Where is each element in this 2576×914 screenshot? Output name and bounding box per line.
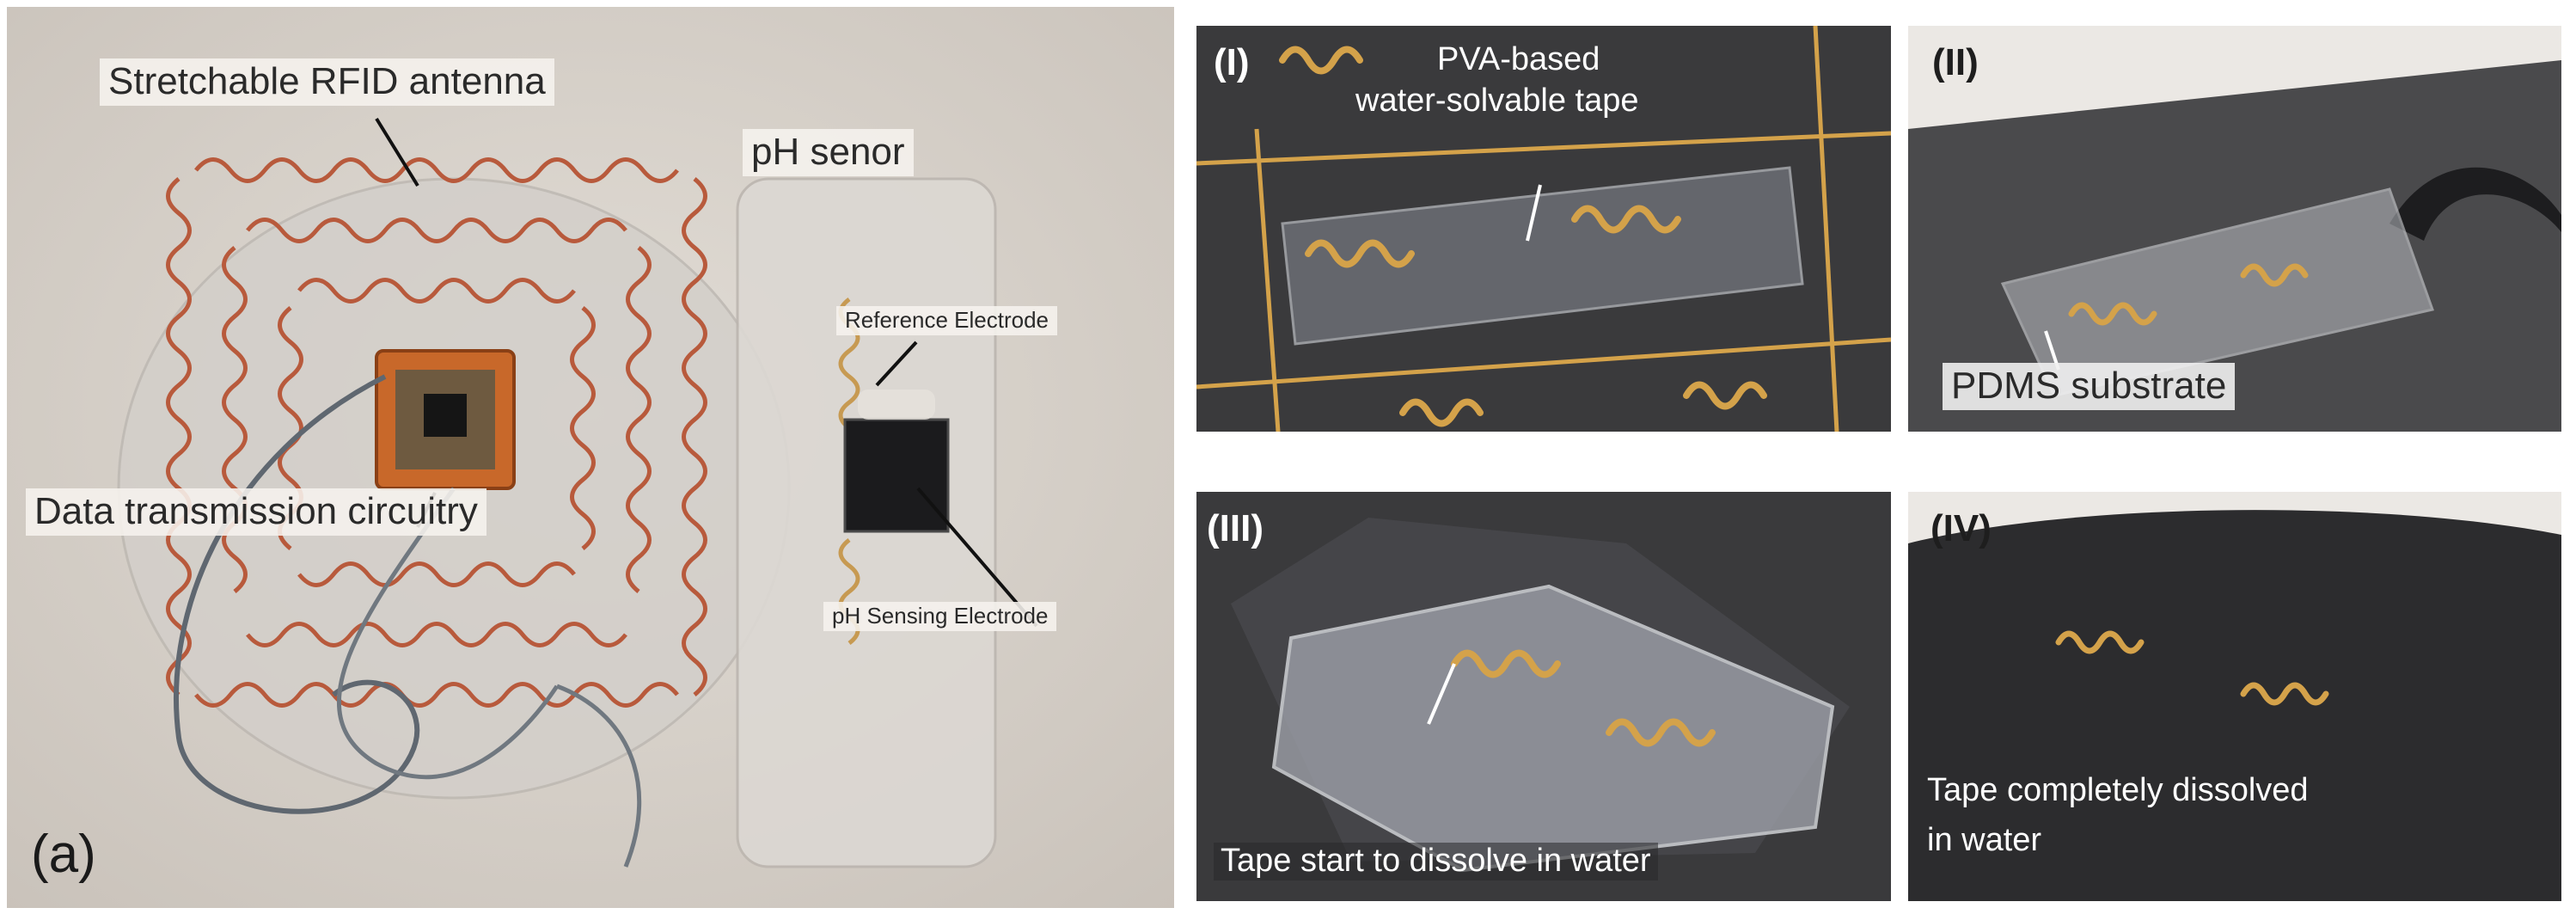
panel-a-photo: Stretchable RFID antenna pH senor Refere… [7,7,1174,908]
caption-tape-completely-dissolved-line1: Tape completely dissolved [1927,772,2309,808]
rfid-antenna-trace [166,157,707,708]
pva-tape [1281,166,1804,346]
panel-numeral-IV: (IV) [1930,507,1992,549]
caption-tape-completely-dissolved-line2: in water [1927,822,2042,858]
label-ph-sensor: pH senor [743,129,914,176]
caption-pdms-substrate: PDMS substrate [1943,363,2236,410]
dissolving-tape [1271,584,1835,873]
caption-pva-tape-line1: PVA-based [1437,41,1600,77]
panel-II-photo: (II) PDMS substrate [1908,26,2561,432]
caption-tape-start-to-dissolve: Tape start to dissolve in water [1214,843,1658,880]
chip [424,394,467,437]
panel-I-photo: (I) PVA-based water-solvable tape [1196,26,1891,432]
caption-pva-tape-line2: water-solvable tape [1355,83,1639,119]
tape-dissolving-illustration [1196,492,1891,901]
panel-numeral-I: (I) [1214,41,1250,83]
label-reference-electrode: Reference Electrode [836,306,1058,335]
device-photo-illustration [7,7,1174,908]
label-stretchable-rfid-antenna: Stretchable RFID antenna [100,58,554,106]
panel-numeral-III: (III) [1207,507,1264,549]
panel-numeral-II: (II) [1932,41,1979,83]
label-data-transmission-circuitry: Data transmission circuitry [26,488,486,536]
tape-on-wafer-illustration [1196,26,1891,432]
label-ph-sensing-electrode: pH Sensing Electrode [823,602,1057,631]
ph-sensing-element [843,418,950,533]
panel-letter-a: (a) [31,825,96,884]
panel-III-photo: (III) Tape start to dissolve in water [1196,492,1891,901]
tape-dissolved-illustration [1908,492,2561,901]
pdms-film [2000,187,2434,397]
panel-IV-photo: (IV) Tape completely dissolved in water [1908,492,2561,901]
